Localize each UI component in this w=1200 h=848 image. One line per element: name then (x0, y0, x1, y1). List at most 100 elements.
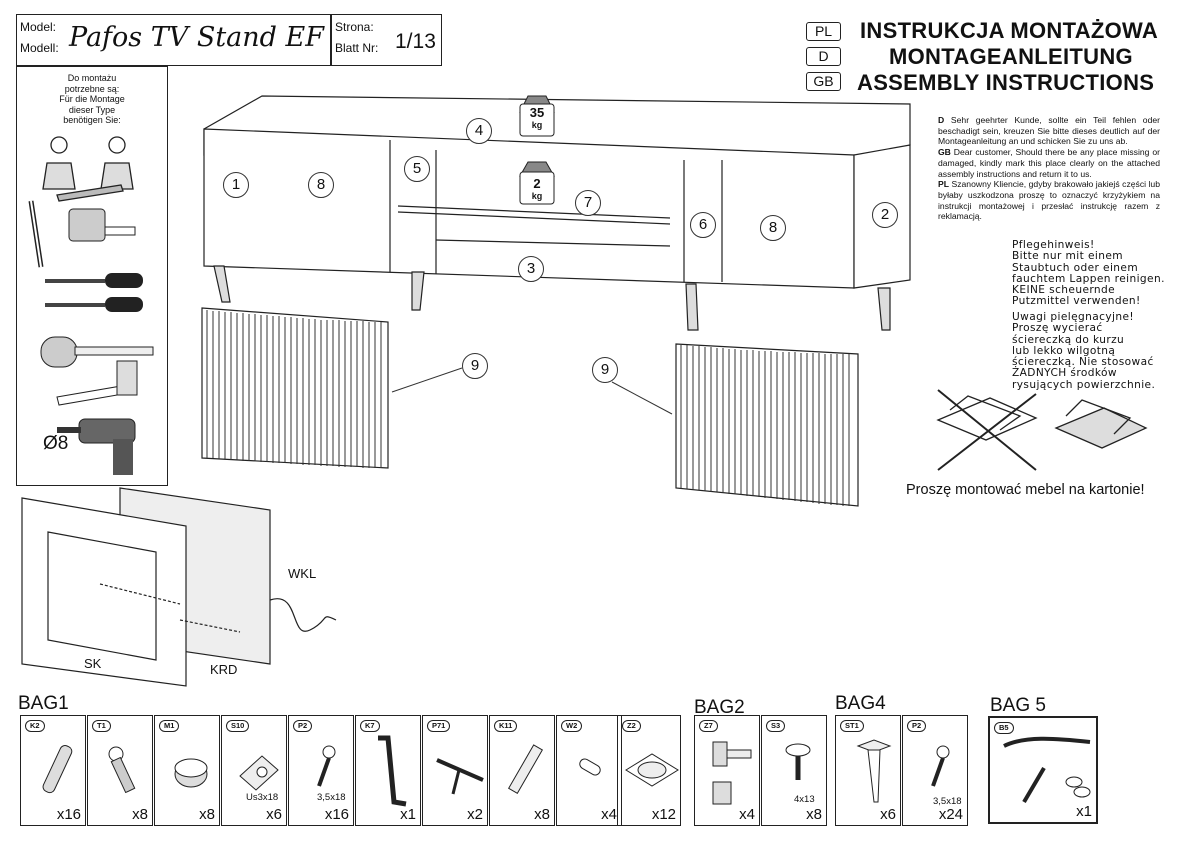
bag5-title: BAG 5 (990, 695, 1046, 716)
title-de: MONTAGEANLEITUNG (889, 44, 1133, 69)
label-krd: KRD (210, 662, 238, 677)
part-code: K2 (25, 720, 45, 732)
model-header-box: Model: Modell: Pafos TV Stand EF Strona:… (16, 14, 442, 66)
hardware-cell-p71: P71 x2 (422, 715, 488, 826)
part-qty: x8 (534, 806, 550, 823)
hammer-icon (56, 360, 138, 406)
felt-pad-icon (625, 753, 679, 787)
part-number-4: 4 (466, 118, 492, 144)
hardware-cell-k11: K11 x8 (489, 715, 555, 826)
hardware-cell-p2-bag4: P2 3,5x18 x24 (902, 715, 968, 826)
part-number-8-right: 8 (760, 215, 786, 241)
part-qty: x4 (601, 806, 617, 823)
leg (877, 287, 891, 331)
part-qty: x1 (400, 806, 416, 823)
lang-tag-pl: PL (806, 22, 841, 41)
corner-bracket-icon (239, 755, 279, 791)
hardware-cell-p2: P2 3,5x18 x16 (288, 715, 354, 826)
arrow-9-right (611, 381, 673, 415)
part-code: W2 (561, 720, 583, 732)
page-label-de: Blatt Nr: (335, 41, 379, 55)
part-code: M1 (159, 720, 180, 732)
power-cable (269, 598, 337, 632)
care-note-pl: Uwagi pielęgnacyjne! Proszę wycierać ści… (1012, 311, 1156, 391)
part-code: K11 (494, 720, 518, 732)
part-size: Us3x18 (246, 792, 279, 803)
label-sk: SK (84, 656, 102, 671)
part-qty: x8 (132, 806, 148, 823)
screw-plug-icon (108, 746, 136, 794)
hardware-cell-t1: T1 x8 (87, 715, 153, 826)
title-pl: INSTRUKCJA MONTAŻOWA (860, 18, 1159, 43)
model-label-de: Modell: (20, 41, 59, 55)
pencil-icon (28, 200, 44, 268)
part-code: P2 (293, 720, 313, 732)
part-number-3: 3 (518, 256, 544, 282)
mallet-icon (40, 336, 154, 368)
part-code: S10 (226, 720, 250, 732)
part-code: K7 (360, 720, 380, 732)
part-qty: x16 (56, 806, 81, 823)
shelf-support-icon (436, 758, 484, 795)
hardware-cell-st1: ST1 x6 (835, 715, 901, 826)
hardware-cell-m1: M1 x8 (154, 715, 220, 826)
hinge-icon (712, 741, 752, 805)
two-people-icon (42, 136, 134, 202)
screwdriver-flat-icon (45, 273, 143, 288)
part-number-5: 5 (404, 156, 430, 182)
part-size: 4x13 (794, 794, 815, 805)
part-qty: x24 (938, 806, 963, 823)
part-qty: x12 (651, 806, 676, 823)
part-code: S3 (766, 720, 786, 732)
bag4-title: BAG4 (835, 693, 886, 714)
pin-icon (579, 758, 601, 776)
part-number-6: 6 (690, 212, 716, 238)
lang-tag-gb: GB (806, 72, 841, 91)
hardware-cell-s10: S10 Us3x18 x6 (221, 715, 287, 826)
drill-icon (57, 418, 136, 475)
part-number-7: 7 (575, 190, 601, 216)
part-size: 3,5x18 (317, 792, 346, 803)
hardware-cell-w2: W2 x4 (556, 715, 622, 826)
model-name: Pafos TV Stand EF (69, 22, 324, 53)
part-qty: x4 (739, 806, 755, 823)
tools-panel: Do montażu potrzebne są: Für die Montage… (16, 66, 168, 486)
frame-glass (21, 497, 187, 687)
weight-2-icon (519, 161, 555, 205)
part-code: T1 (92, 720, 111, 732)
wall-mount-kit-icon (1003, 736, 1091, 804)
arrow-9-left (391, 367, 463, 393)
hardware-cell-z7: Z7 x4 (694, 715, 760, 826)
leg (411, 271, 425, 311)
part-number-9-right: 9 (592, 357, 618, 383)
part-number-9-left: 9 (462, 353, 488, 379)
part-code: ST1 (840, 720, 864, 732)
hardware-cell-k7: K7 x1 (355, 715, 421, 826)
no-floor-icon (936, 389, 1038, 471)
part-qty: x6 (266, 806, 282, 823)
furniture-leg-icon (856, 739, 892, 803)
page-number: 1/13 (395, 30, 436, 53)
notice-block: D Sehr geehrter Kunde, sollte ein Teil f… (938, 115, 1160, 222)
part-size: 3,5x18 (933, 796, 962, 807)
cam-lock-icon (174, 758, 208, 788)
hardware-cell-k2: K2 x16 (20, 715, 86, 826)
label-wkl: WKL (288, 566, 317, 581)
part-qty: x8 (199, 806, 215, 823)
part-code: Z7 (699, 720, 718, 732)
short-screw-icon (785, 743, 811, 780)
header-divider (330, 14, 332, 66)
hardware-cell-b5: B5 x1 (988, 716, 1098, 824)
wood-screw-icon (931, 745, 950, 787)
part-code: P2 (907, 720, 927, 732)
part-code: B5 (994, 722, 1014, 734)
hardware-cell-z2: Z2 x12 (617, 715, 681, 826)
part-number-1: 1 (223, 172, 249, 198)
screwdriver-phillips-icon (45, 297, 143, 312)
tape-measure-icon (68, 208, 136, 242)
wood-screw-icon (317, 745, 336, 787)
